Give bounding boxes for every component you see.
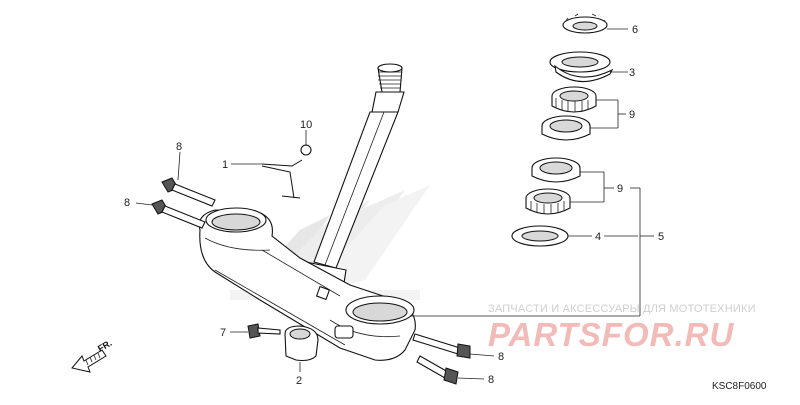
dust-seal bbox=[549, 51, 614, 83]
callout-9-upper: 9 bbox=[629, 109, 635, 121]
bolt-right-upper bbox=[412, 333, 471, 359]
steering-nut bbox=[562, 13, 608, 34]
diagram-code: KSC8F0600 bbox=[712, 381, 767, 392]
callout-5: 5 bbox=[658, 231, 664, 243]
callout-8-left: 8 bbox=[124, 197, 130, 209]
leader-lines bbox=[135, 28, 654, 380]
front-direction-arrow: FR. bbox=[71, 338, 114, 373]
bottom-bridge bbox=[198, 207, 416, 361]
watermark-tagline: ЗАПЧАСТИ И АКСЕССУАРЫ ДЛЯ МОТОТЕХНИКИ bbox=[488, 303, 756, 315]
callout-1: 1 bbox=[222, 159, 228, 171]
upper-bearing bbox=[541, 86, 597, 141]
callout-3: 3 bbox=[629, 67, 635, 79]
callout-labels: 8 8 1 10 7 2 8 8 6 3 9 9 4 5 bbox=[124, 24, 664, 387]
callout-7: 7 bbox=[220, 327, 226, 339]
callout-9-lower: 9 bbox=[617, 183, 623, 195]
callout-6: 6 bbox=[632, 24, 638, 36]
bolt-lower-left bbox=[151, 199, 206, 229]
callout-8-top: 8 bbox=[176, 141, 182, 153]
callout-8-right-lower: 8 bbox=[488, 374, 494, 386]
bolt-7 bbox=[247, 323, 281, 339]
callout-4: 4 bbox=[595, 231, 601, 243]
lower-dust-seal bbox=[511, 225, 569, 247]
direction-label: FR. bbox=[96, 338, 114, 354]
cable-clip bbox=[284, 325, 319, 362]
bolt-right-lower bbox=[416, 355, 459, 385]
hose-guide bbox=[261, 140, 312, 199]
bolt-upper-left bbox=[161, 177, 216, 207]
callout-2: 2 bbox=[296, 375, 302, 387]
callout-8-right-upper: 8 bbox=[498, 351, 504, 363]
callout-10: 10 bbox=[300, 119, 312, 131]
watermark-logo: PARTSFOR.RU bbox=[488, 316, 735, 353]
lower-bearing bbox=[525, 157, 581, 215]
